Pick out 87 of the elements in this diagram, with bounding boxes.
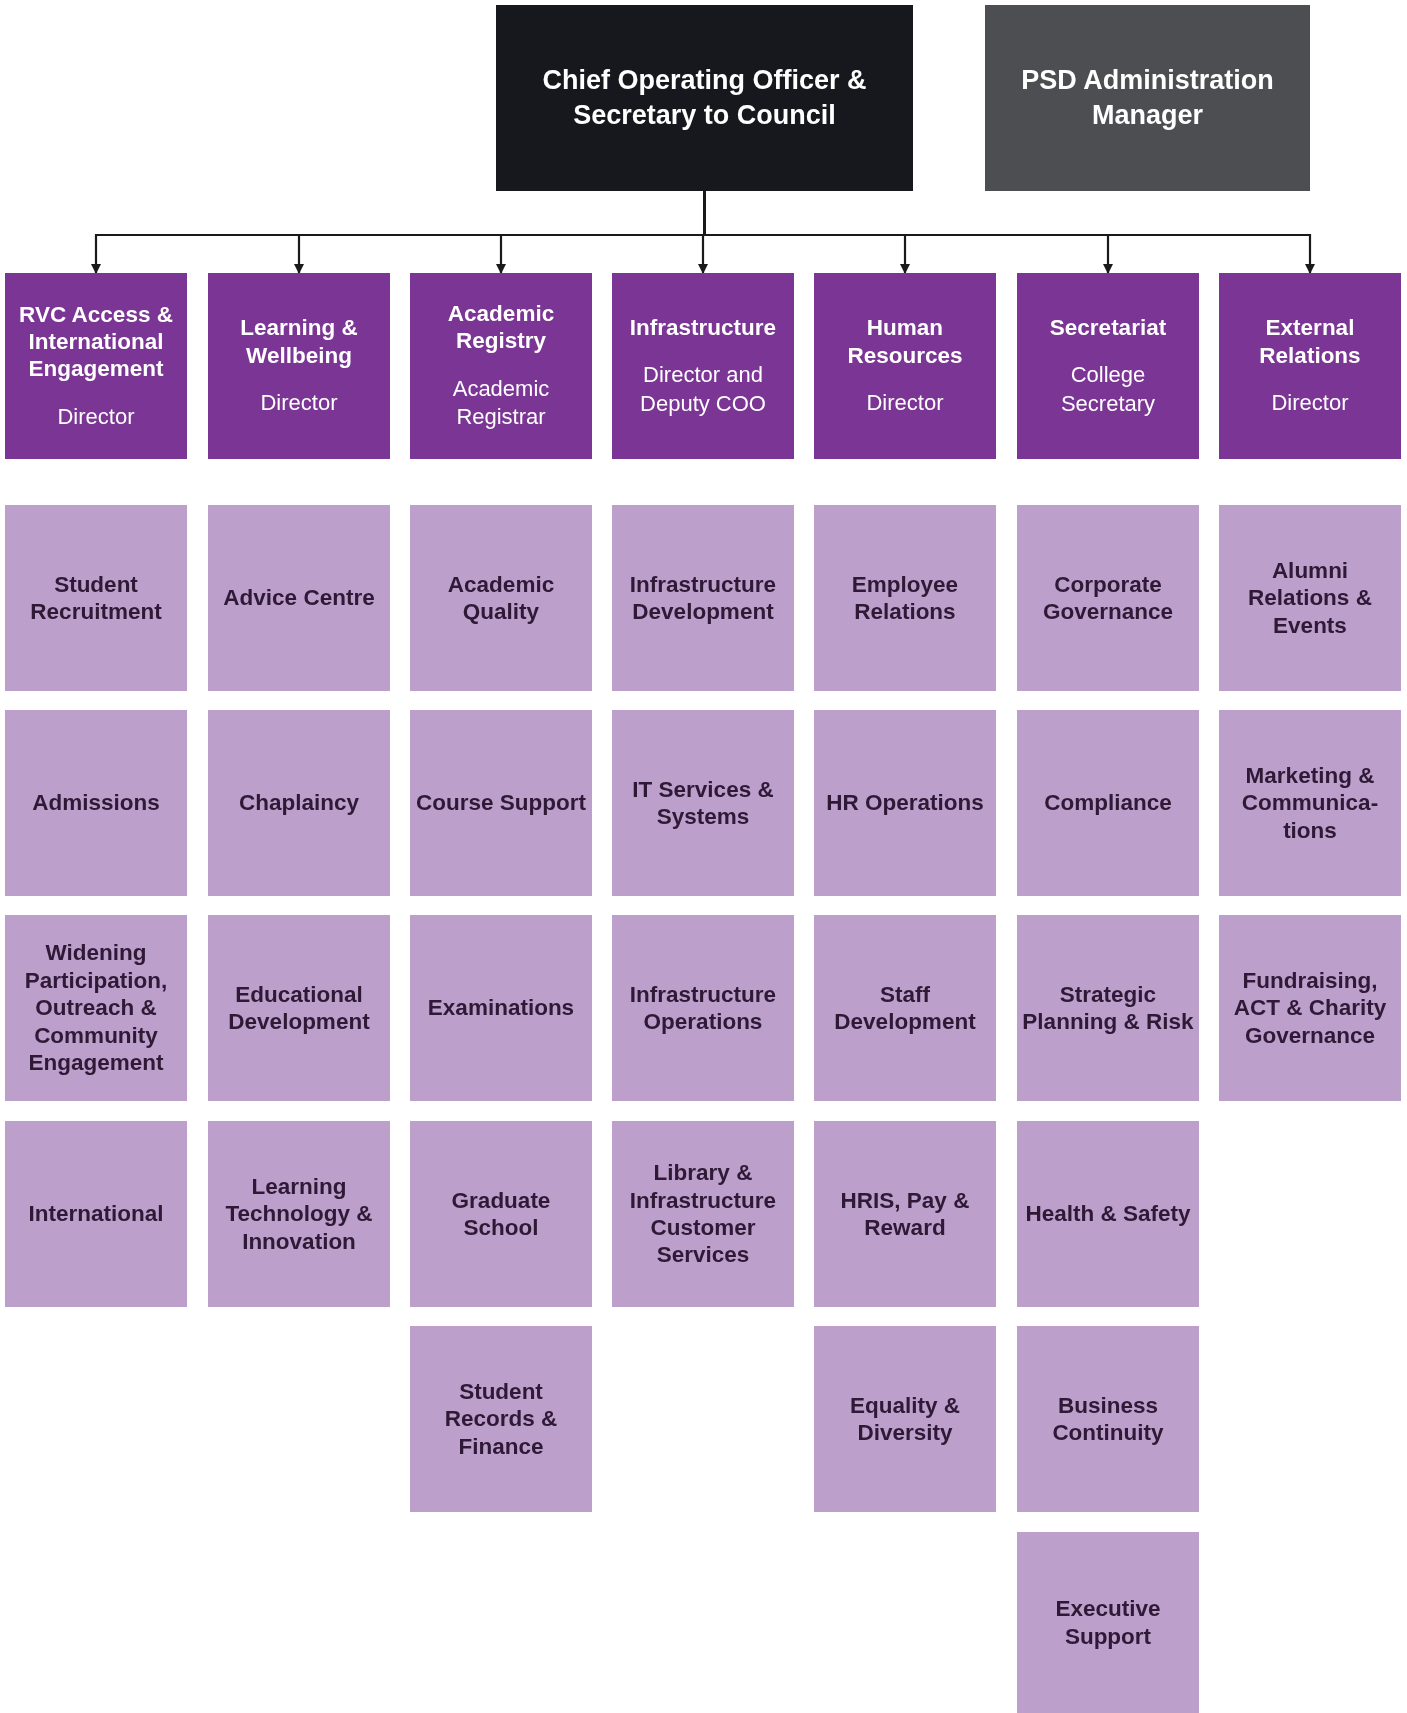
- unit-box: [1017, 915, 1199, 1101]
- director-box: [1017, 273, 1199, 459]
- unit-title: Equality & Diversity: [849, 1391, 961, 1447]
- unit-box: [1017, 1121, 1199, 1307]
- role-title: Director: [57, 402, 135, 431]
- unit-box: [1219, 710, 1401, 896]
- unit-box: [612, 710, 794, 896]
- director-box: [1219, 273, 1401, 459]
- director-box: [612, 273, 794, 459]
- unit-box: [1017, 505, 1199, 691]
- unit-title: HR Operations: [826, 789, 984, 817]
- unit-box: [612, 1121, 794, 1307]
- unit-box: [1017, 1326, 1199, 1512]
- executive-box: [496, 5, 913, 191]
- unit-title: Infrastructure: [629, 313, 777, 342]
- unit-box: [1219, 915, 1401, 1101]
- unit-title: Chief Operating Officer & Secretary to Council: [541, 63, 868, 132]
- unit-title: Advice Centre: [223, 584, 375, 612]
- unit-box: [1017, 710, 1199, 896]
- unit-box: [5, 505, 187, 691]
- unit-title: Marketing & Communica- tions: [1240, 761, 1380, 845]
- unit-box: [814, 710, 996, 896]
- unit-box: [814, 505, 996, 691]
- unit-title: Academic Quality: [446, 570, 556, 626]
- unit-title: PSD Administration Manager: [1020, 63, 1275, 132]
- unit-box: [208, 1121, 390, 1307]
- unit-title: Examinations: [427, 994, 575, 1022]
- unit-title: Strategic Planning & Risk: [1021, 980, 1195, 1036]
- unit-title: Widening Participation, Outreach & Community Engagement: [23, 939, 169, 1077]
- unit-title: Educational Development: [227, 980, 371, 1036]
- unit-title: Human Resources: [846, 314, 964, 370]
- unit-title: Graduate School: [450, 1186, 552, 1242]
- unit-box: [410, 915, 592, 1101]
- unit-box: [410, 710, 592, 896]
- unit-title: Staff Development: [833, 980, 977, 1036]
- unit-title: RVC Access & International Engagement: [18, 300, 174, 383]
- unit-title: Corporate Governance: [1041, 570, 1175, 626]
- unit-box: [5, 915, 187, 1101]
- unit-box: [208, 915, 390, 1101]
- director-box: [5, 273, 187, 459]
- role-title: Director and Deputy COO: [639, 361, 767, 418]
- unit-title: Library & Infrastructure Customer Services: [628, 1159, 778, 1269]
- role-title: College Secretary: [1059, 361, 1157, 418]
- unit-title: International: [28, 1200, 164, 1228]
- admin-box: [985, 5, 1310, 191]
- unit-box: [208, 505, 390, 691]
- unit-title: Compliance: [1044, 789, 1172, 817]
- unit-box: [410, 1121, 592, 1307]
- unit-box: [814, 915, 996, 1101]
- unit-title: Learning Technology & Innovation: [224, 1172, 374, 1256]
- unit-title: Alumni Relations & Events: [1247, 556, 1373, 640]
- unit-title: Student Records & Finance: [443, 1377, 559, 1461]
- unit-box: [612, 915, 794, 1101]
- unit-title: Employee Relations: [850, 570, 960, 626]
- director-box: [410, 273, 592, 459]
- unit-title: External Relations: [1258, 314, 1362, 370]
- unit-box: [208, 710, 390, 896]
- role-title: Academic Registrar: [451, 374, 551, 432]
- unit-title: Health & Safety: [1025, 1200, 1191, 1228]
- unit-title: Fundraising, ACT & Charity Governance: [1232, 966, 1388, 1050]
- unit-title: Learning & Wellbeing: [239, 314, 359, 370]
- unit-title: HRIS, Pay & Reward: [839, 1186, 971, 1242]
- unit-box: [1017, 1532, 1199, 1713]
- unit-box: [814, 1121, 996, 1307]
- unit-box: [5, 1121, 187, 1307]
- unit-title: Executive Support: [1054, 1595, 1162, 1650]
- director-box: [814, 273, 996, 459]
- unit-title: Infrastructure Operations: [628, 980, 778, 1036]
- director-box: [208, 273, 390, 459]
- unit-title: Student Recruitment: [29, 570, 163, 626]
- unit-box: [410, 505, 592, 691]
- unit-title: Admissions: [32, 789, 160, 817]
- unit-title: Chaplaincy: [238, 789, 359, 817]
- unit-title: IT Services & Systems: [631, 775, 775, 831]
- unit-title: Course Support: [416, 789, 586, 817]
- unit-box: [814, 1326, 996, 1512]
- unit-box: [612, 505, 794, 691]
- unit-title: Infrastructure Development: [628, 570, 778, 626]
- unit-box: [1219, 505, 1401, 691]
- role-title: Director: [1271, 389, 1349, 418]
- role-title: Director: [260, 389, 338, 418]
- unit-title: Academic Registry: [446, 299, 556, 355]
- unit-title: Secretariat: [1049, 313, 1167, 342]
- role-title: Director: [866, 389, 944, 418]
- unit-box: [5, 710, 187, 896]
- unit-box: [410, 1326, 592, 1512]
- unit-title: Business Continuity: [1051, 1391, 1165, 1447]
